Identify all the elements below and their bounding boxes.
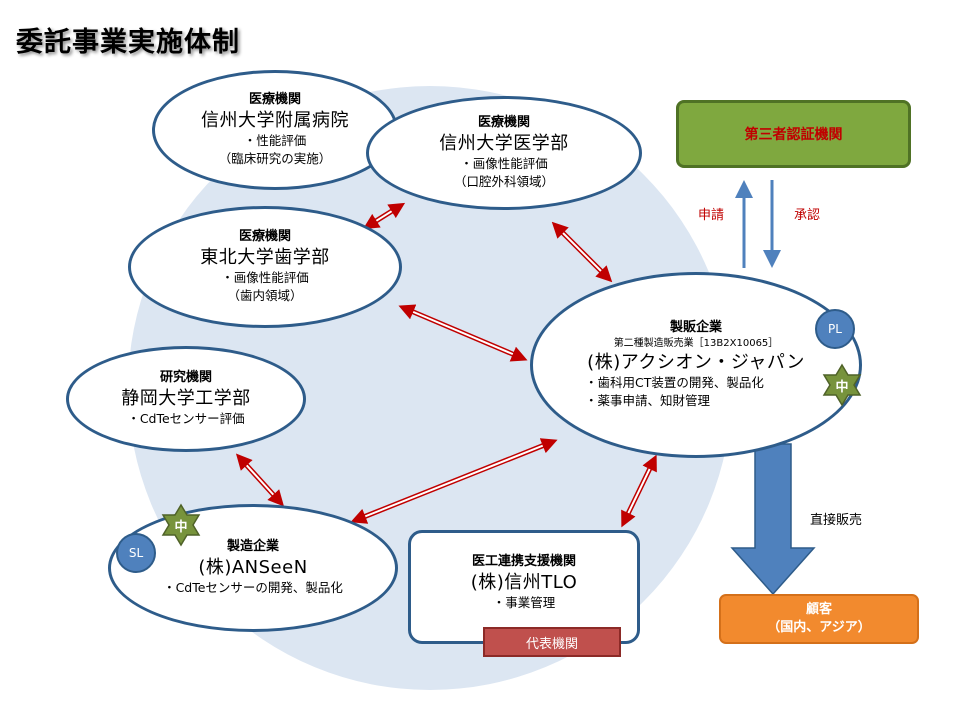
node-name: (株)信州TLO [470,572,578,594]
node-type: 製販企業 [669,320,722,336]
node-detail: （歯内領域） [227,288,303,304]
node-name: 信州大学附属病院 [201,109,349,131]
customer-title: 顧客 [805,602,832,618]
node-name: 東北大学歯学部 [200,246,330,268]
pl-badge: PL [815,309,855,349]
node-detail: ・薬事申請、知財管理 [585,393,711,409]
node-detail: （口腔外科領域） [453,174,554,190]
representative-label: 代表機関 [483,627,621,657]
node-shinshu-hospital: 医療機関 信州大学附属病院 ・性能評価 （臨床研究の実施） [152,70,398,190]
sme-star-label: 中 [835,379,849,395]
node-type: 研究機関 [159,370,212,386]
page-title: 委託事業実施体制 [16,27,240,58]
node-name: 信州大学医学部 [439,132,569,154]
node-shizuoka-eng: 研究機関 静岡大学工学部 ・CdTeセンサー評価 [66,346,306,452]
customer-region: （国内、アジア） [767,620,871,635]
label-approve: 承認 [794,208,821,223]
node-name: (株)アクシオン・ジャパン [587,351,805,373]
customer-box: 顧客 （国内、アジア） [719,594,919,644]
node-anseen: 製造企業 (株)ANSeeN ・CdTeセンサーの開発、製品化 [108,504,398,632]
label-apply: 申請 [698,208,725,223]
node-detail: ・CdTeセンサー評価 [127,411,245,427]
node-detail: ・性能評価 [243,133,307,149]
node-detail: ・画像性能評価 [221,270,309,286]
node-subtitle: 第二種製造販売業［13B2X10065］ [613,337,779,349]
node-detail: ・CdTeセンサーの開発、製品化 [163,580,343,596]
node-type: 医工連携支援機関 [471,554,576,570]
node-detail: ・歯科用CT装置の開発、製品化 [585,375,764,391]
node-tohoku-dental: 医療機関 東北大学歯学部 ・画像性能評価 （歯内領域） [128,206,402,328]
direct-sales-arrow [730,443,816,596]
node-type: 医療機関 [248,92,301,108]
node-type: 製造企業 [226,539,279,555]
node-shinshu-medical: 医療機関 信州大学医学部 ・画像性能評価 （口腔外科領域） [366,96,642,210]
node-name: (株)ANSeeN [198,557,308,579]
sl-badge: SL [116,533,156,573]
node-type: 医療機関 [238,229,291,245]
node-detail: （臨床研究の実施） [218,151,332,167]
node-type: 医療機関 [477,115,530,131]
third-party-certifier: 第三者認証機関 [676,100,911,168]
node-acxion: 製販企業 第二種製造販売業［13B2X10065］ (株)アクシオン・ジャパン … [530,272,862,458]
sme-star-icon: 中 [820,363,864,407]
sme-star-label: 中 [174,519,188,535]
collaboration-arrows [235,180,781,528]
node-name: 静岡大学工学部 [121,388,251,410]
node-detail: ・画像性能評価 [460,156,548,172]
sme-star-icon: 中 [159,503,203,547]
node-detail: ・事業管理 [492,595,556,611]
label-direct-sales: 直接販売 [810,513,863,528]
